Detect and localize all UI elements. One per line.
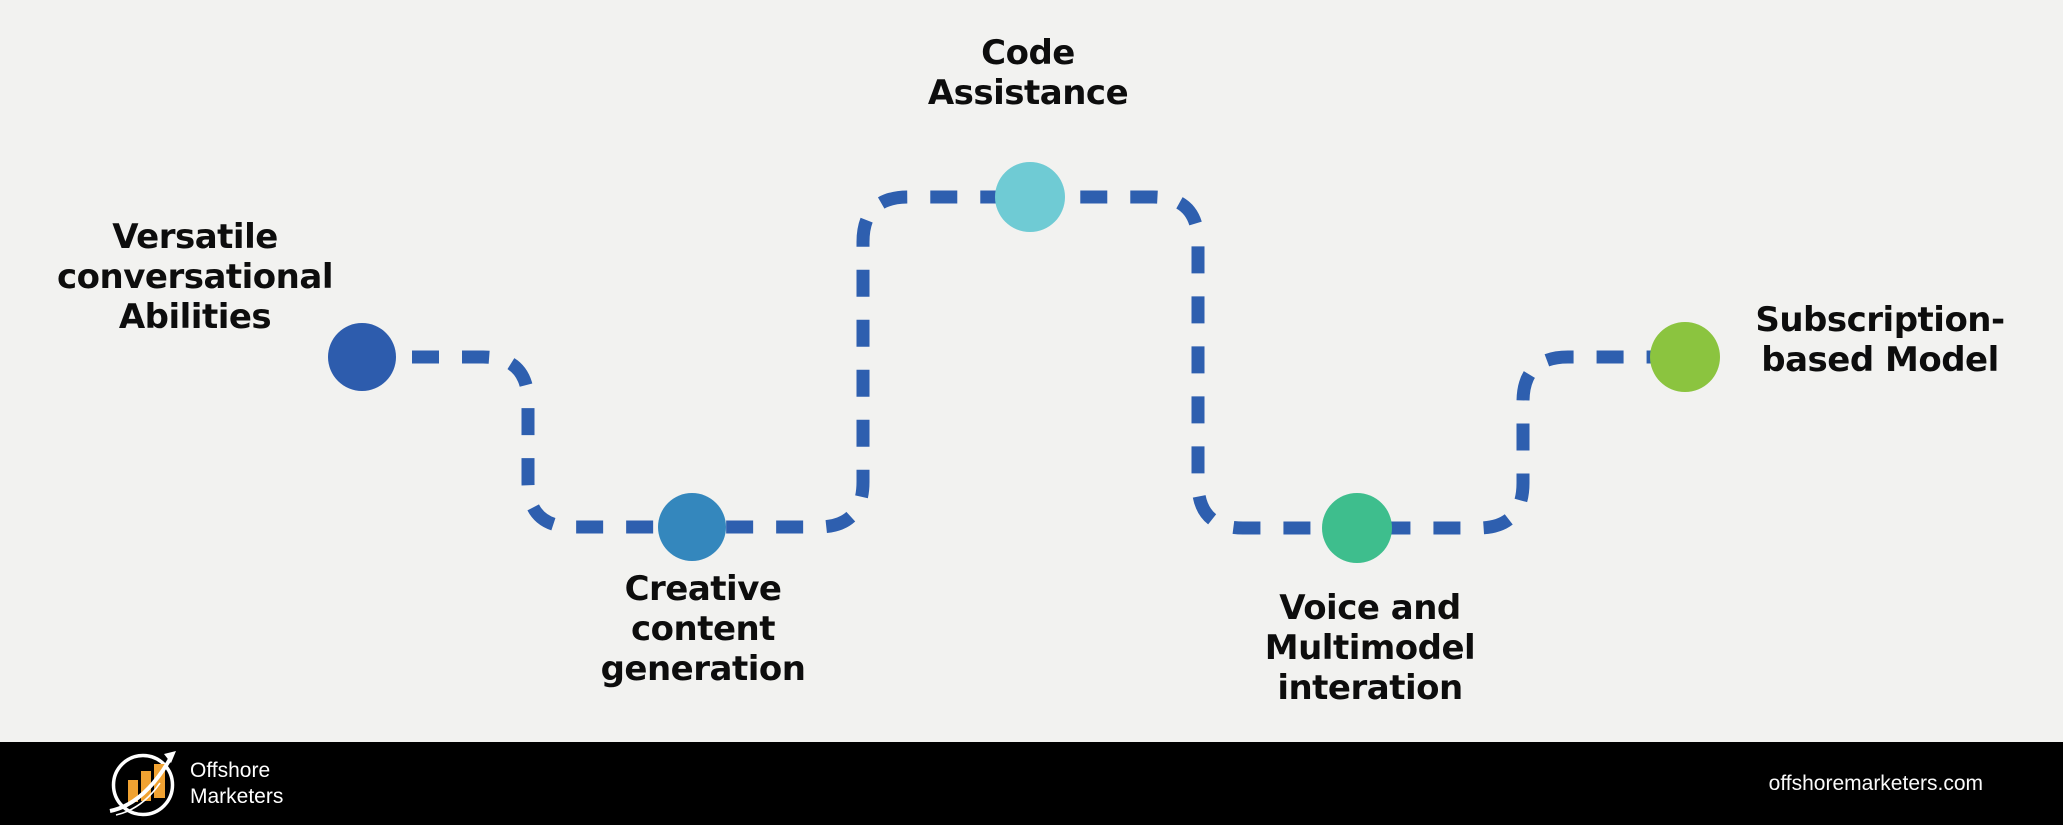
logo-swoosh-thin (115, 782, 161, 816)
logo-bar-1 (128, 779, 138, 802)
node-circle-code (995, 162, 1065, 232)
website-url-text: offshoremarketers.com (1768, 771, 1983, 795)
node-circle-versatile (328, 323, 396, 391)
node-circle-subscription (1650, 322, 1720, 392)
node-label-code: Code Assistance (927, 33, 1129, 113)
logo-bar-2 (141, 770, 151, 801)
dashed-path-svg (328, 162, 1720, 563)
brand-name-text: Offshore Marketers (190, 758, 284, 808)
footer-bar: Offshore Marketers offshoremarketers.com (0, 742, 2063, 825)
node-label-creative: Creative content generation (600, 569, 806, 689)
process-path-diagram: Versatile conversational Abilities Creat… (57, 33, 2005, 708)
logo-swoosh (109, 757, 172, 813)
logo-arrowhead (164, 750, 176, 763)
node-label-subscription: Subscription- based Model (1755, 300, 2005, 380)
dashed-connector-path (362, 190, 1685, 535)
node-circle-creative (658, 493, 726, 561)
node-label-versatile: Versatile conversational Abilities (57, 217, 333, 337)
node-circle-voice (1322, 493, 1392, 563)
brand-block: Offshore Marketers (108, 750, 284, 817)
node-label-voice: Voice and Multimodel interation (1264, 588, 1476, 708)
logo-bar-3 (154, 763, 165, 798)
logo-ring (111, 753, 175, 816)
offshore-marketers-logo-icon (109, 750, 176, 816)
